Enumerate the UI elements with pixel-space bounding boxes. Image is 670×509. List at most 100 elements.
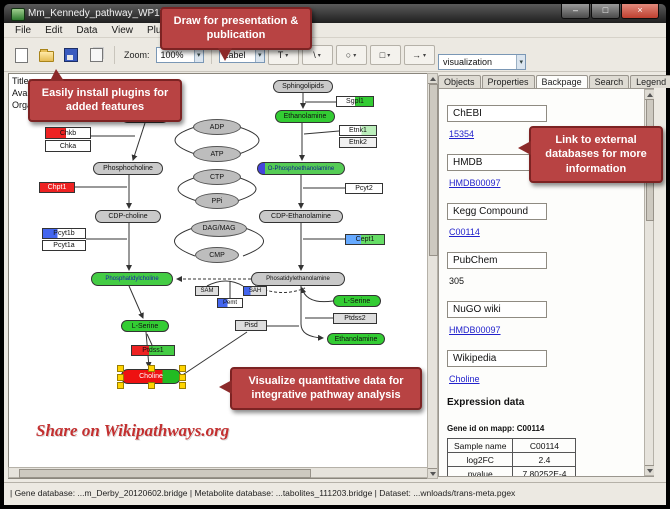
selection-handle[interactable] [117, 365, 124, 372]
node-chka[interactable]: Chka [45, 140, 91, 152]
node-pcyt1b[interactable]: Pcyt1b [42, 228, 86, 239]
scroll-up-icon[interactable] [428, 74, 437, 84]
scroll-down-icon[interactable] [428, 468, 437, 478]
canvas-vertical-scrollbar[interactable] [427, 73, 438, 479]
node-cdp-ethanolamine[interactable]: CDP-Ethanolamine [259, 210, 343, 223]
pathway-edge[interactable] [300, 287, 334, 303]
backpage-link[interactable]: HMDB00097 [449, 178, 501, 188]
menu-data[interactable]: Data [76, 24, 98, 36]
node-sah[interactable]: SAH [243, 286, 267, 296]
node-ppi[interactable]: PPi [195, 193, 239, 209]
node-chkb[interactable]: Chkb [45, 127, 91, 139]
pathway-edge[interactable] [177, 176, 198, 202]
pathway-edge[interactable] [242, 227, 264, 257]
callout-pointer [50, 69, 64, 81]
pathway-edge[interactable] [174, 227, 196, 257]
callout-pointer [518, 141, 531, 155]
backpage-header: HMDB [447, 154, 547, 171]
pathway-edge[interactable] [180, 331, 248, 377]
backpage-link[interactable]: C00114 [449, 227, 480, 237]
selection-handle[interactable] [148, 382, 155, 389]
visualization-combobox[interactable]: visualization ▾ [438, 54, 526, 70]
pathway-edge[interactable] [128, 285, 144, 319]
node-pisd[interactable]: Pisd [235, 320, 267, 331]
node-ptdss2[interactable]: Ptdss2 [333, 313, 377, 324]
backpage-link[interactable]: 15354 [449, 129, 475, 139]
maximize-button[interactable]: □ [591, 4, 620, 19]
new-file-button[interactable] [10, 44, 32, 66]
table-cell: 7.80252E-4 [512, 466, 577, 476]
pathway-edge[interactable] [146, 333, 153, 346]
node-phosphocholine[interactable]: Phosphocholine [93, 162, 163, 175]
close-button[interactable]: × [621, 4, 659, 19]
window-title: Mm_Kennedy_pathway_WP1771_45176.gp [28, 8, 224, 19]
pathway-edge[interactable] [206, 280, 244, 287]
title-bar[interactable]: Mm_Kennedy_pathway_WP1771_45176.gp – □ × [4, 4, 666, 23]
selection-handle[interactable] [179, 365, 186, 372]
node-etnk1[interactable]: Etnk1 [339, 125, 377, 136]
node-chpt1[interactable]: Chpt1 [39, 182, 75, 193]
selection-handle[interactable] [117, 382, 124, 389]
node-dag-mag[interactable]: DAG/MAG [191, 220, 247, 237]
node-etnk2[interactable]: Etnk2 [339, 137, 377, 148]
node-ethanolamine-top[interactable]: Ethanolamine [275, 110, 335, 123]
node-sam[interactable]: SAM [195, 286, 219, 296]
pathway-edge[interactable] [174, 126, 196, 155]
node-l-serine-left[interactable]: L-Serine [121, 320, 169, 332]
node-ctp[interactable]: CTP [193, 169, 241, 185]
node-atp[interactable]: ATP [193, 146, 241, 162]
open-file-button[interactable] [35, 44, 57, 66]
scrollbar-thumb[interactable] [19, 469, 311, 478]
tab-backpage[interactable]: Backpage [535, 75, 588, 88]
node-pcyt1a[interactable]: Pcyt1a [42, 240, 86, 251]
node-adp[interactable]: ADP [193, 119, 241, 135]
menu-edit[interactable]: Edit [45, 24, 63, 36]
pathway-edge[interactable] [236, 176, 257, 202]
node-cdp-choline[interactable]: CDP-choline [95, 210, 161, 223]
backpage-link[interactable]: Choline [449, 374, 480, 384]
pathway-canvas[interactable]: Title: Avail Organ SphingolipidsSgpl1Cho… [8, 73, 428, 479]
selection-handle[interactable] [117, 373, 124, 381]
node-cmp[interactable]: CMP [195, 247, 239, 263]
tab-legend[interactable]: Legend [630, 75, 670, 88]
menu-view[interactable]: View [111, 24, 133, 36]
selection-handle[interactable] [179, 373, 186, 381]
node-phosphatidylethanolamine[interactable]: Phosatidylethanolamine [251, 272, 345, 286]
node-l-serine-right[interactable]: L-Serine [333, 295, 381, 307]
selection-handle[interactable] [148, 365, 155, 372]
scrollbar-thumb[interactable] [429, 84, 438, 256]
node-sphingolipids[interactable]: Sphingolipids [273, 80, 333, 93]
minimize-button[interactable]: – [561, 4, 590, 19]
copy-button[interactable] [85, 44, 107, 66]
node-ethanolamine-bottom[interactable]: Ethanolamine [327, 333, 385, 345]
tab-objects[interactable]: Objects [438, 75, 481, 88]
rectangle-tool[interactable]: □▾ [369, 45, 401, 65]
callout-pointer [219, 380, 232, 394]
save-button[interactable] [60, 44, 82, 66]
chevron-down-icon: ▾ [255, 48, 264, 62]
line-tool-icon: \ [313, 50, 316, 60]
node-pemt[interactable]: Pemt [217, 298, 243, 308]
node-o-phosphoethanolamine[interactable]: O-Phosphoethanolamine [257, 162, 345, 175]
backpage-link[interactable]: HMDB00097 [449, 325, 501, 335]
zoom-combobox[interactable]: 100% ▾ [155, 47, 204, 63]
pathway-edge[interactable] [131, 122, 146, 161]
pathway-edge[interactable] [303, 130, 340, 135]
line-tool[interactable]: \▾ [301, 45, 333, 65]
node-pcyt2[interactable]: Pcyt2 [345, 183, 383, 194]
node-sgpl1[interactable]: Sgpl1 [336, 96, 374, 107]
scroll-down-icon[interactable] [645, 465, 654, 475]
ellipse-tool[interactable]: ○▾ [335, 45, 367, 65]
pathway-edge[interactable] [238, 126, 260, 155]
menu-file[interactable]: File [15, 24, 32, 36]
node-ptdss1[interactable]: Ptdss1 [131, 345, 175, 356]
arrow-tool[interactable]: →▾ [403, 45, 435, 65]
canvas-horizontal-scrollbar[interactable] [8, 467, 428, 478]
tab-search[interactable]: Search [588, 75, 630, 88]
tab-properties[interactable]: Properties [481, 75, 535, 88]
selection-handle[interactable] [179, 382, 186, 389]
node-phosphatidylcholine[interactable]: Phosphatidylcholine [91, 272, 173, 286]
pathway-edge[interactable] [300, 286, 324, 341]
pathway-edge[interactable] [254, 285, 306, 293]
node-cept1[interactable]: Cept1 [345, 234, 385, 245]
